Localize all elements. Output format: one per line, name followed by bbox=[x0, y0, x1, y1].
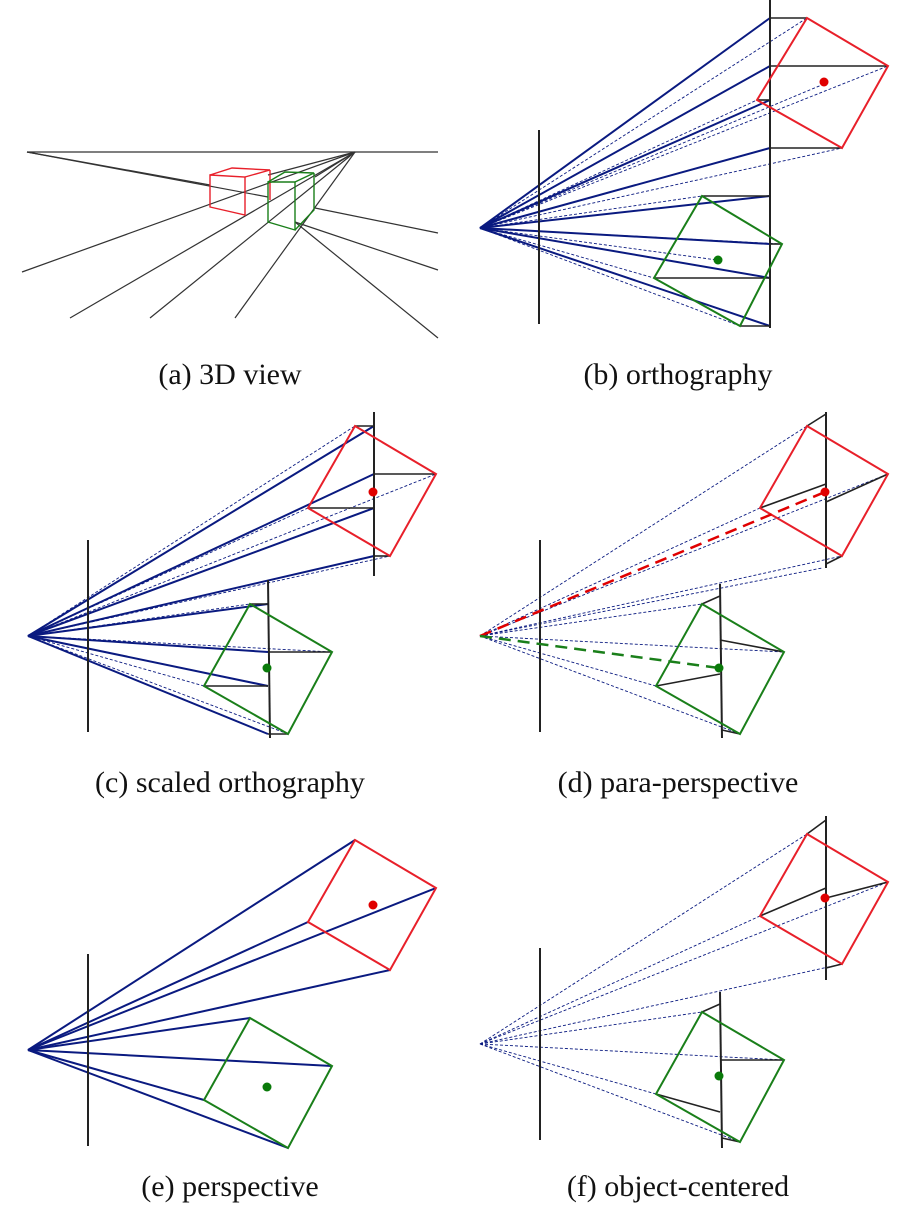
solid-rays bbox=[27, 425, 375, 735]
green-centroid bbox=[714, 663, 724, 673]
panel-perspective: (e) perspective bbox=[0, 816, 452, 1224]
orthographic-projection-lines bbox=[654, 17, 888, 327]
red-centroid bbox=[368, 487, 378, 497]
scaled-orthography-drawing bbox=[27, 412, 438, 739]
perspective-drawing bbox=[27, 838, 438, 1150]
orthographic-projection-lines bbox=[204, 425, 436, 735]
panel-orthography: (b) orthography bbox=[452, 0, 904, 400]
panel-para-perspective: (d) para-perspective bbox=[452, 408, 904, 808]
green-cube bbox=[267, 171, 315, 231]
3d-view-drawing bbox=[21, 151, 439, 339]
green-square bbox=[202, 1016, 334, 1150]
green-square bbox=[202, 602, 334, 736]
perspective-lines bbox=[21, 151, 439, 339]
caption-para-perspective: (d) para-perspective bbox=[557, 766, 799, 799]
red-square bbox=[758, 424, 890, 558]
red-centroid-ray bbox=[479, 490, 826, 638]
caption-orthography: (b) orthography bbox=[583, 358, 773, 391]
red-centroid bbox=[820, 487, 830, 497]
image-planes bbox=[539, 816, 827, 1149]
red-square bbox=[306, 838, 438, 972]
green-square bbox=[652, 194, 784, 328]
image-planes bbox=[87, 412, 375, 739]
red-square bbox=[758, 832, 890, 966]
caption-object-centered: (f) object-centered bbox=[566, 1170, 790, 1203]
green-centroid bbox=[262, 1082, 272, 1092]
para-perspective-drawing bbox=[479, 412, 890, 739]
green-centroid-ray bbox=[479, 634, 720, 670]
red-square bbox=[306, 424, 438, 558]
image-planes bbox=[539, 412, 827, 739]
green-centroid bbox=[713, 255, 723, 265]
red-cube bbox=[209, 167, 271, 216]
orthography-drawing bbox=[479, 0, 890, 328]
image-planes bbox=[538, 0, 771, 328]
green-centroid bbox=[262, 663, 272, 673]
oblique-projection-lines bbox=[655, 413, 889, 735]
solid-rays bbox=[27, 839, 437, 1149]
panel-scaled-orthography: (c) scaled orthography bbox=[0, 408, 452, 808]
panel-3d-view: (a) 3D view bbox=[0, 0, 452, 400]
green-square bbox=[654, 1010, 786, 1144]
green-centroid bbox=[714, 1071, 724, 1081]
red-square bbox=[755, 16, 890, 150]
object-centered-projection-lines bbox=[655, 819, 889, 1143]
caption-3d-view: (a) 3D view bbox=[158, 358, 302, 391]
red-centroid bbox=[819, 77, 829, 87]
object-centered-drawing bbox=[479, 816, 890, 1149]
green-square bbox=[654, 602, 786, 736]
panel-object-centered: (f) object-centered bbox=[452, 816, 904, 1224]
red-centroid bbox=[368, 900, 378, 910]
red-centroid bbox=[820, 893, 830, 903]
caption-scaled-orthography: (c) scaled orthography bbox=[95, 766, 365, 799]
solid-rays bbox=[479, 17, 771, 327]
caption-perspective: (e) perspective bbox=[141, 1170, 319, 1203]
